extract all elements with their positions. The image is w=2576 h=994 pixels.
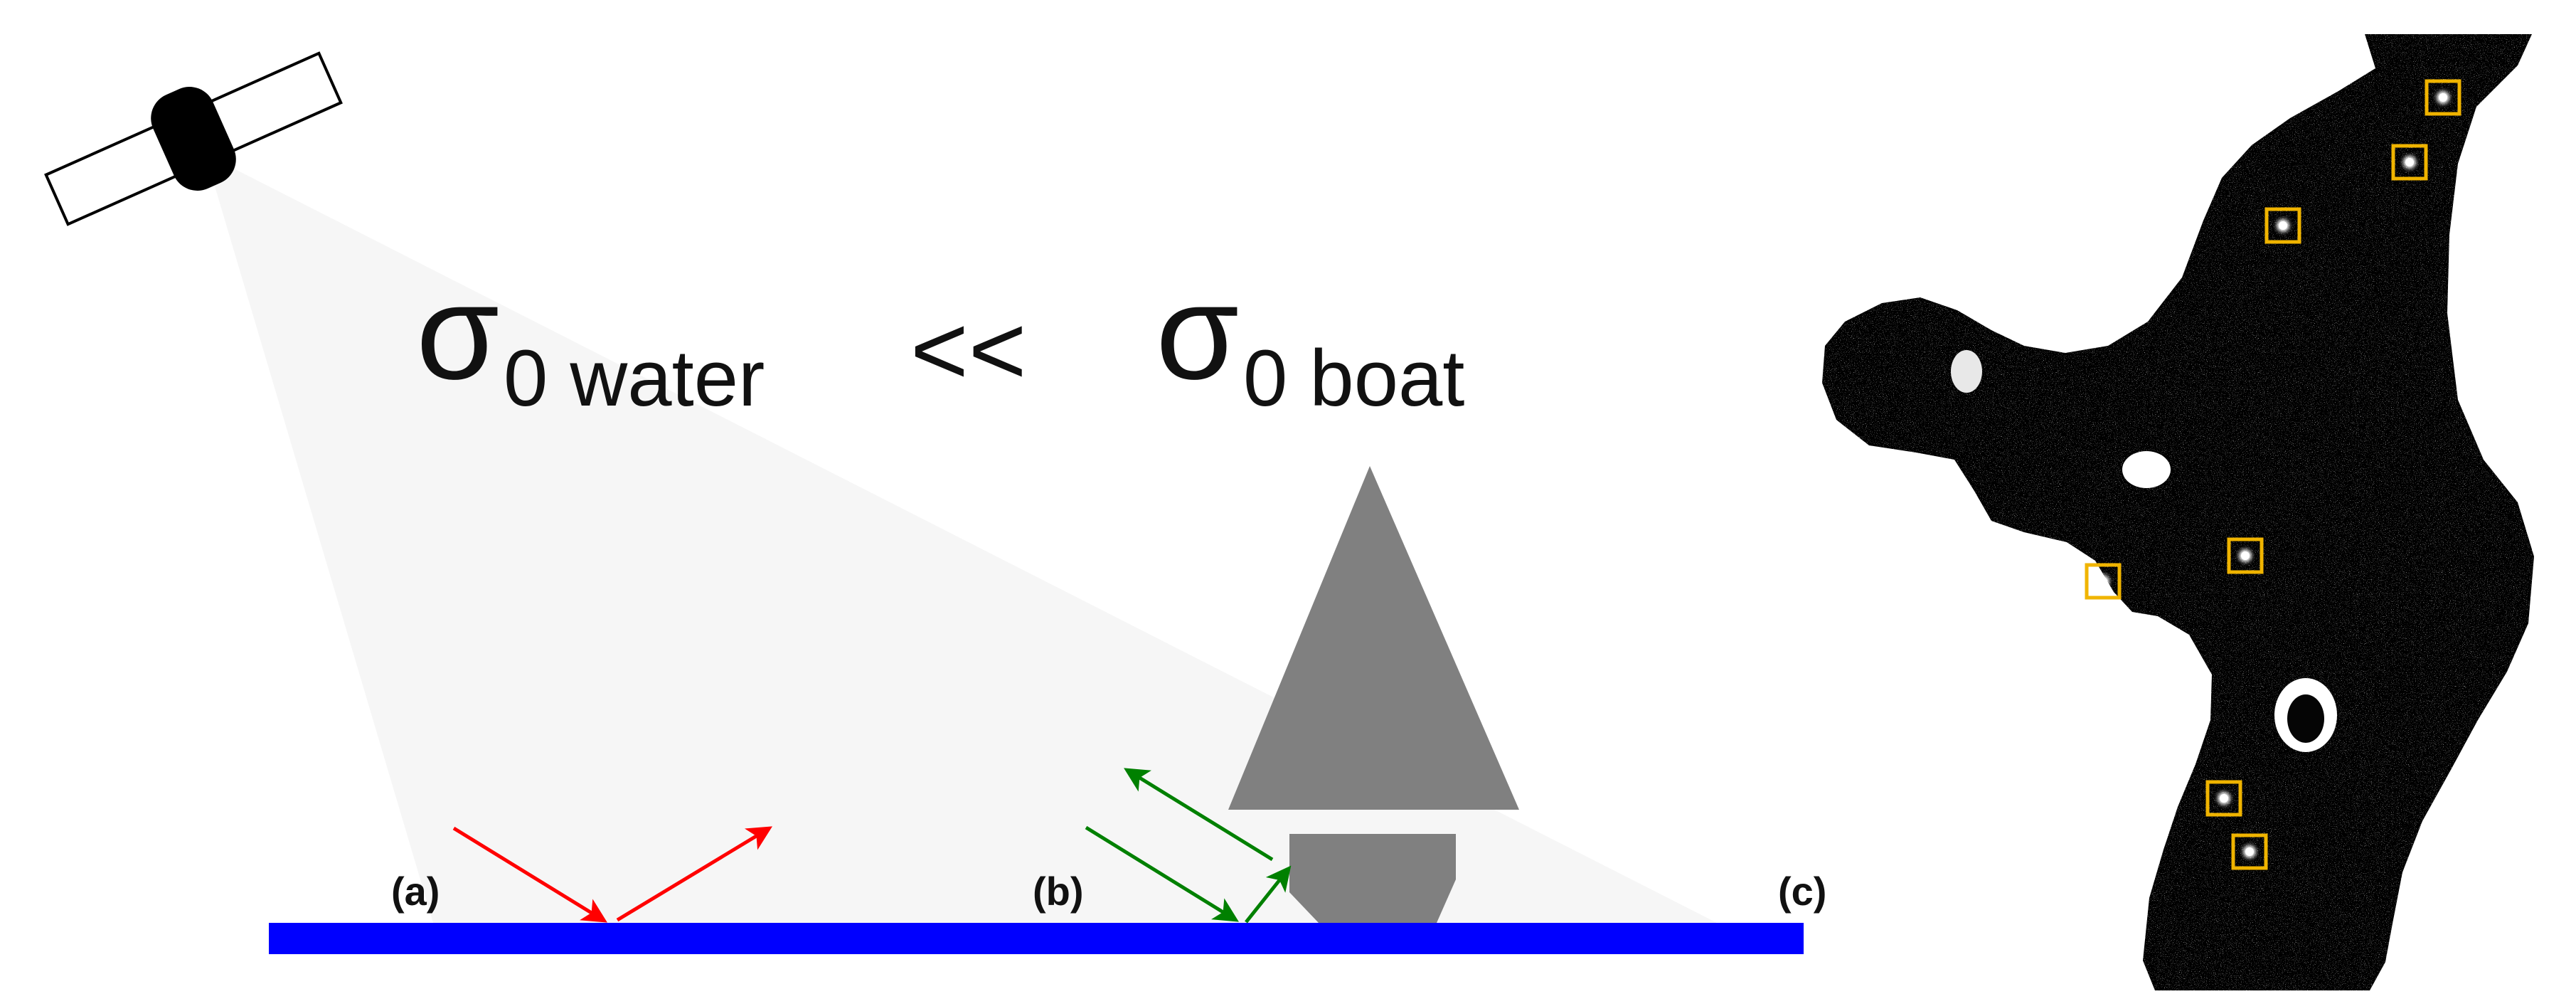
double-bounce-arrows: [1085, 768, 1292, 924]
detection-box: [2391, 144, 2428, 181]
sar-water-body: [1822, 34, 2534, 990]
sigma-boat-symbol: σ: [1156, 257, 1239, 408]
boat-detections: [2085, 79, 2461, 870]
panel-label-c: (c): [1778, 869, 1826, 914]
detection-box: [2205, 780, 2242, 817]
detection-box: [2231, 833, 2268, 870]
sar-island-hole: [2287, 694, 2324, 743]
satellite-icon: [44, 51, 343, 226]
sailboat-icon: [1228, 466, 1519, 923]
sar-island: [1951, 350, 1982, 393]
panel-label-b: (b): [1033, 869, 1084, 914]
sar-island: [2122, 451, 2171, 488]
sigma-boat-subscript: 0 boat: [1243, 334, 1464, 423]
boat-hull: [1289, 834, 1456, 923]
sar-boat-target-core: [2245, 847, 2254, 856]
specular-reflection-arrows: [452, 826, 772, 923]
sar-boat-target-core: [2405, 158, 2414, 166]
boat-sail: [1228, 466, 1519, 810]
detection-box: [2264, 207, 2301, 244]
sar-image: [1810, 30, 2548, 990]
panel-label-a: (a): [391, 869, 440, 914]
sar-boat-target-core: [2099, 577, 2107, 586]
much-less-than-operator: <<: [910, 294, 1027, 406]
detection-box: [2085, 563, 2122, 600]
detection-box: [2425, 79, 2461, 116]
sigma-water-symbol: σ: [416, 257, 499, 408]
water-surface: [269, 923, 1804, 954]
sar-boat-target-core: [2279, 221, 2287, 230]
backscatter-equation: σ 0 water << σ 0 boat: [416, 257, 1464, 423]
detection-box: [2227, 537, 2264, 574]
sigma-water-subscript: 0 water: [504, 334, 765, 423]
sar-boat-target-core: [2241, 551, 2250, 560]
sar-boat-target-core: [2439, 93, 2447, 102]
sar-boat-target-core: [2220, 794, 2228, 803]
